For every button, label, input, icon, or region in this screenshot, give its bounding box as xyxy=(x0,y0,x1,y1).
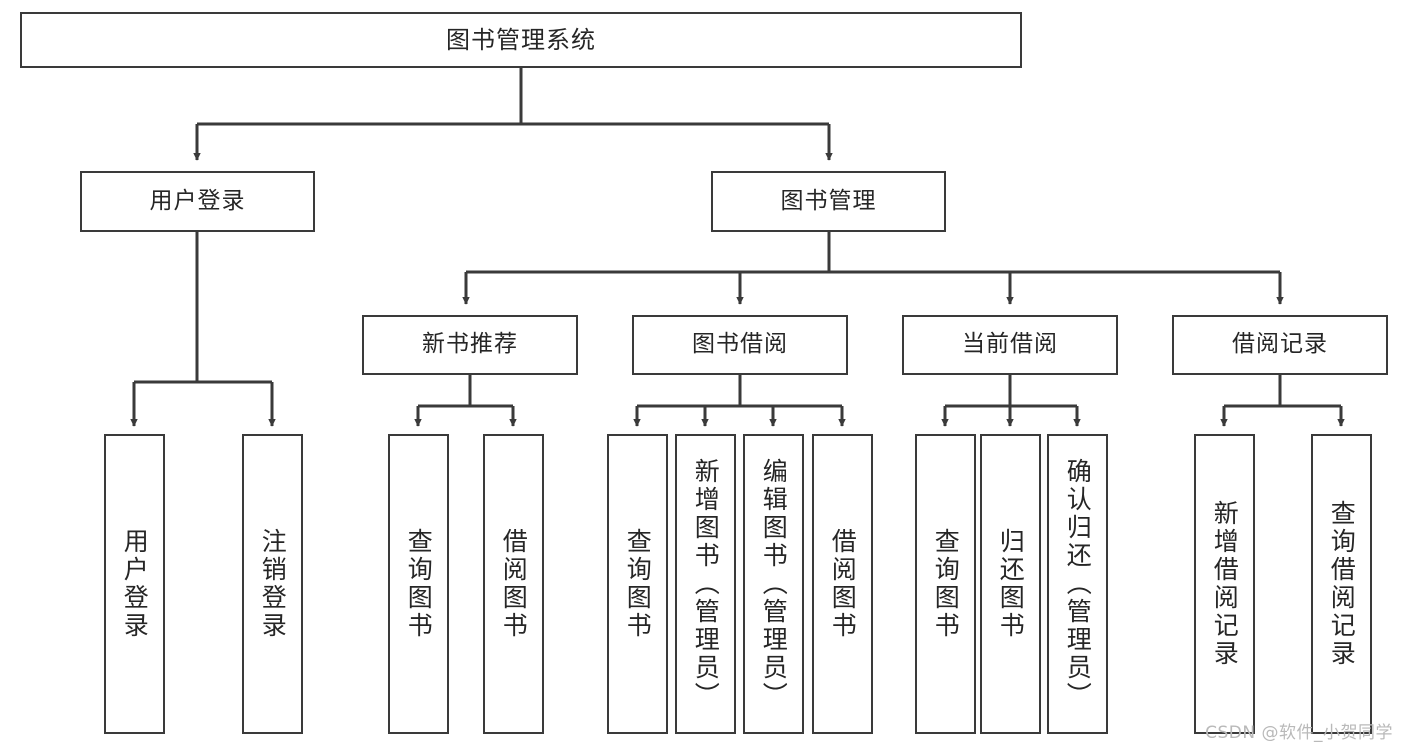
leaf-record-query-record[interactable]: 查询借阅记录 xyxy=(1311,434,1372,734)
leaf-recommend-query-book[interactable]: 查询图书 xyxy=(388,434,449,734)
node-borrow-record[interactable]: 借阅记录 xyxy=(1172,315,1388,375)
node-root-system[interactable]: 图书管理系统 xyxy=(20,12,1022,68)
node-label: 借阅图书 xyxy=(828,528,858,640)
node-label: 查询图书 xyxy=(404,528,434,640)
node-label: 借阅图书 xyxy=(499,528,529,640)
node-label: 新增图书（管理员） xyxy=(691,458,721,710)
node-label: 图书借阅 xyxy=(692,331,788,358)
node-user-login[interactable]: 用户登录 xyxy=(80,171,315,232)
node-label: 图书管理 xyxy=(780,187,877,214)
node-label: 图书管理系统 xyxy=(446,25,596,54)
node-label: 注销登录 xyxy=(258,528,288,640)
leaf-borrow-edit-book[interactable]: 编辑图书（管理员） xyxy=(743,434,804,734)
node-label: 新增借阅记录 xyxy=(1210,500,1240,668)
node-label: 查询借阅记录 xyxy=(1327,500,1357,668)
node-label: 归还图书 xyxy=(996,528,1026,640)
node-label: 当前借阅 xyxy=(962,331,1058,358)
leaf-current-confirm-return[interactable]: 确认归还（管理员） xyxy=(1047,434,1108,734)
leaf-borrow-query-book[interactable]: 查询图书 xyxy=(607,434,668,734)
node-new-book-recommend[interactable]: 新书推荐 xyxy=(362,315,578,375)
node-label: 编辑图书（管理员） xyxy=(759,458,789,710)
node-label: 用户登录 xyxy=(149,187,246,214)
leaf-borrow-borrow-book[interactable]: 借阅图书 xyxy=(812,434,873,734)
leaf-record-add-record[interactable]: 新增借阅记录 xyxy=(1194,434,1255,734)
watermark-credit: CSDN @软件_小贺同学 xyxy=(1205,723,1393,743)
node-label: 用户登录 xyxy=(120,528,150,640)
node-label: 查询图书 xyxy=(623,528,653,640)
node-book-management[interactable]: 图书管理 xyxy=(711,171,946,232)
node-current-borrow[interactable]: 当前借阅 xyxy=(902,315,1118,375)
node-label: 查询图书 xyxy=(931,528,961,640)
node-book-borrow[interactable]: 图书借阅 xyxy=(632,315,848,375)
leaf-borrow-add-book[interactable]: 新增图书（管理员） xyxy=(675,434,736,734)
leaf-current-query-book[interactable]: 查询图书 xyxy=(915,434,976,734)
leaf-current-return-book[interactable]: 归还图书 xyxy=(980,434,1041,734)
node-label: 新书推荐 xyxy=(422,331,518,358)
node-label: 借阅记录 xyxy=(1232,331,1328,358)
leaf-recommend-borrow-book[interactable]: 借阅图书 xyxy=(483,434,544,734)
leaf-user-login-logout[interactable]: 注销登录 xyxy=(242,434,303,734)
node-label: 确认归还（管理员） xyxy=(1063,458,1093,710)
leaf-user-login-login[interactable]: 用户登录 xyxy=(104,434,165,734)
